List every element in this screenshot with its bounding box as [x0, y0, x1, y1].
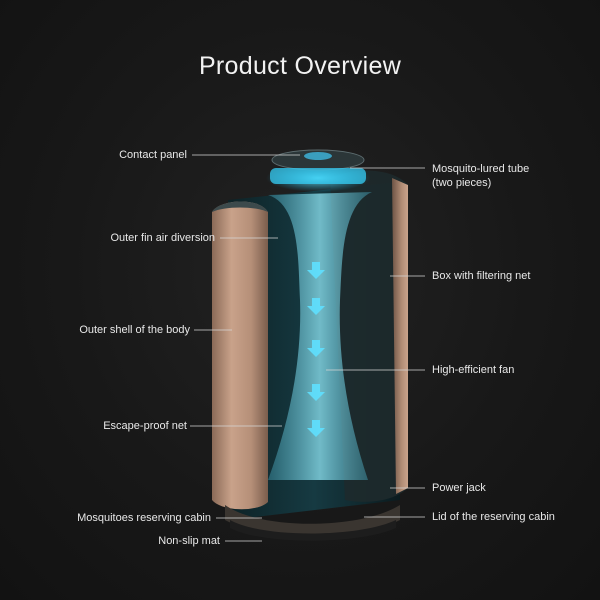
label-escape-net: Escape-proof net — [103, 420, 187, 432]
non-slip-mat-shape — [230, 520, 396, 541]
label-outer-fin: Outer fin air diversion — [110, 232, 215, 244]
label-cabin-lid: Lid of the reserving cabin — [432, 511, 555, 523]
label-non-slip-mat: Non-slip mat — [158, 535, 220, 547]
label-lured-tube-note: (two pieces) — [432, 177, 492, 189]
label-outer-shell: Outer shell of the body — [79, 324, 190, 336]
left-shell — [212, 201, 268, 510]
airflow-arrows — [307, 262, 325, 437]
label-contact-panel: Contact panel — [119, 149, 187, 161]
label-filter-box: Box with filtering net — [432, 270, 531, 282]
right-shell — [392, 178, 408, 494]
label-reserving-cabin: Mosquitoes reserving cabin — [77, 512, 211, 524]
leader-lines — [190, 154, 425, 542]
lured-tube — [268, 192, 372, 480]
base — [225, 505, 400, 535]
page-title: Product Overview — [198, 52, 402, 80]
label-fan: High-efficient fan — [432, 364, 515, 376]
label-lured-tube: Mosquito-lured tube — [432, 163, 530, 175]
label-power-jack: Power jack — [432, 482, 486, 494]
